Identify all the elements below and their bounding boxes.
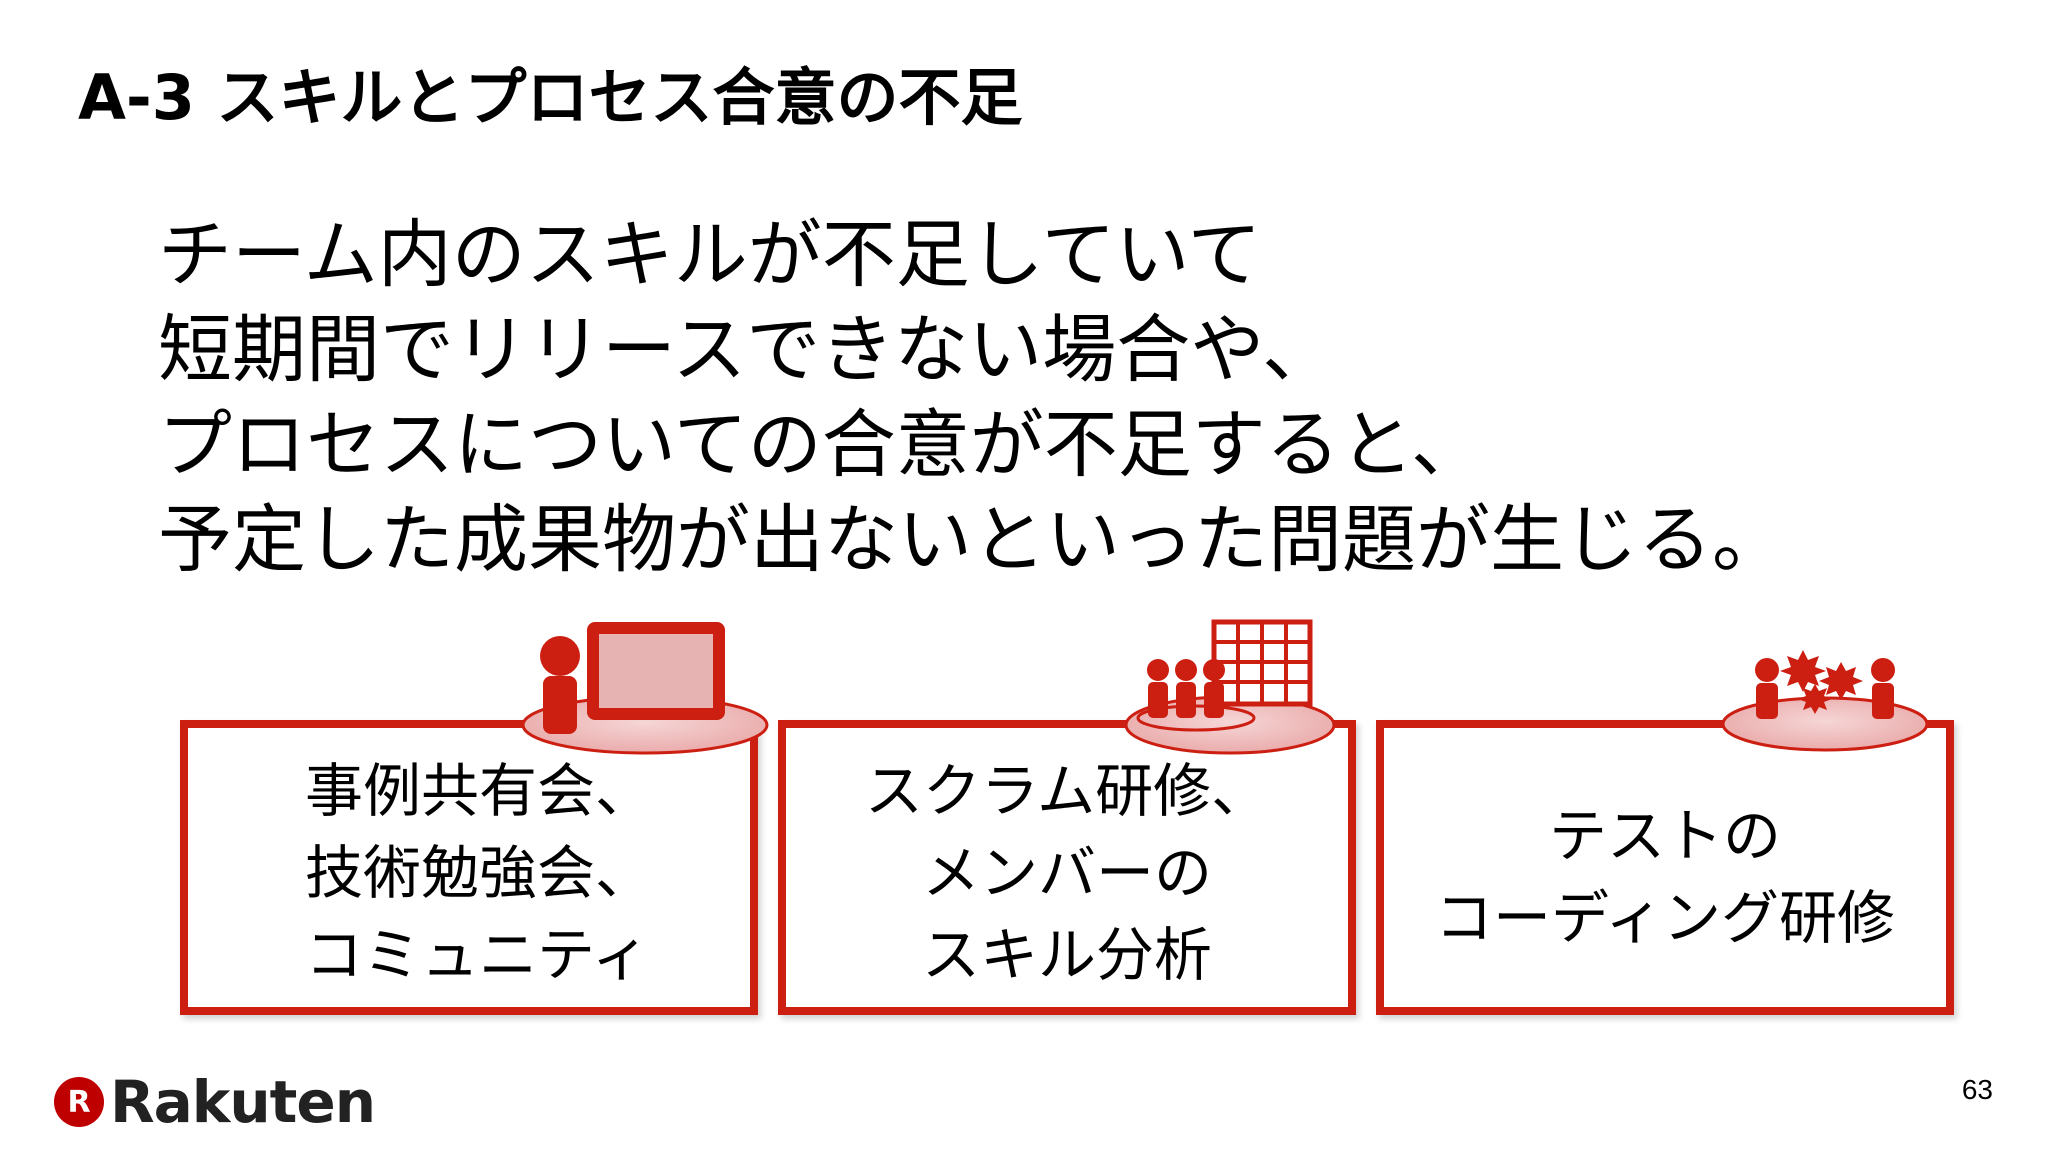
body-line: プロセスについての合意が不足すると、 <box>158 402 1485 488</box>
card-line: メンバーの <box>921 839 1212 907</box>
card-line: コーディング研修 <box>1435 884 1895 952</box>
card-knowledge-sharing: 事例共有会、 技術勉強会、 コミュニティ <box>180 720 758 1015</box>
presentation-illustration-icon <box>521 622 769 755</box>
card-line: 事例共有会、 <box>305 757 654 825</box>
card-test-coding-training: テストの コーディング研修 <box>1376 720 1954 1015</box>
card-text: スクラム研修、 メンバーの スキル分析 <box>786 750 1348 996</box>
card-text: 事例共有会、 技術勉強会、 コミュニティ <box>305 750 653 996</box>
body-line: 短期間でリリースできない場合や、 <box>158 307 1337 393</box>
card-line: スクラム研修、 <box>864 757 1270 825</box>
card-line: スキル分析 <box>921 921 1212 989</box>
card-line: テストの <box>1548 802 1781 870</box>
card-line: 技術勉強会、 <box>305 839 654 907</box>
rakuten-logo: R Rakuten <box>54 1068 376 1136</box>
card-line: コミュニティ <box>305 921 650 989</box>
rakuten-logo-mark-icon: R <box>54 1077 104 1127</box>
slide-title: A-3 スキルとプロセス合意の不足 <box>78 61 1023 134</box>
body-line: チーム内のスキルが不足していて <box>158 212 1262 298</box>
card-text: テストの コーディング研修 <box>1384 795 1946 959</box>
conflict-illustration-icon <box>1721 650 1929 752</box>
card-scrum-training: スクラム研修、 メンバーの スキル分析 <box>778 720 1356 1015</box>
body-line: 予定した成果物が出ないといった問題が生じる。 <box>158 497 1786 583</box>
rakuten-logo-text: Rakuten <box>110 1068 376 1136</box>
page-number: 63 <box>1961 1074 1993 1105</box>
body-text: チーム内のスキルが不足していて 短期間でリリースできない場合や、 プロセスについ… <box>158 208 1786 588</box>
scrum-board-illustration-icon <box>1124 619 1336 755</box>
